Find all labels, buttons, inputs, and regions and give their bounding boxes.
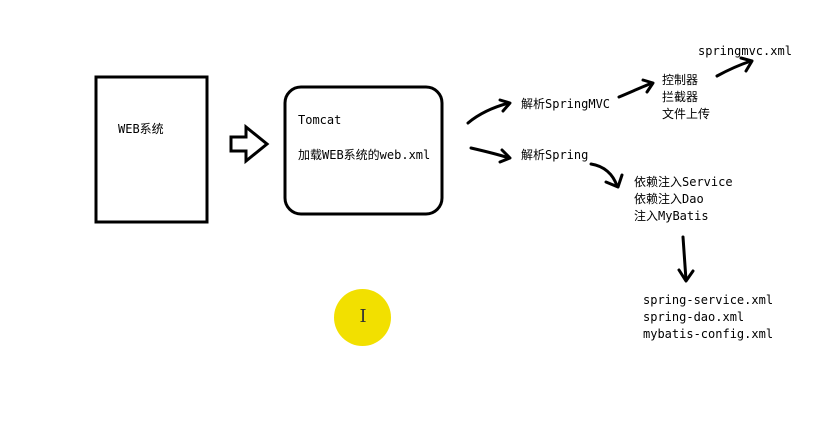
- list-item: spring-dao.xml: [643, 310, 745, 324]
- list-item: 拦截器: [662, 90, 699, 104]
- tomcat-box: [283, 85, 444, 216]
- arrow-to-config-files: [677, 235, 695, 283]
- arrow-to-spring-items: [589, 162, 624, 189]
- list-item: 文件上传: [662, 107, 711, 121]
- springmvc-xml-label: springmvc.xml: [698, 44, 792, 58]
- config-files-list: spring-service.xml spring-dao.xml mybati…: [643, 292, 773, 343]
- springmvc-items-list: 控制器 拦截器 文件上传: [662, 72, 710, 123]
- list-item: 注入MyBatis: [634, 209, 709, 223]
- spring-items-list: 依赖注入Service 依赖注入Dao 注入MyBatis: [634, 174, 733, 225]
- arrow-to-springmvc-items: [617, 78, 655, 99]
- web-system-label: WEB系统: [118, 122, 164, 136]
- web-system-box: [94, 75, 209, 224]
- tomcat-title: Tomcat: [298, 113, 342, 127]
- parse-spring-label: 解析Spring: [521, 148, 589, 162]
- list-item: mybatis-config.xml: [643, 327, 774, 341]
- hollow-arrow-icon: [229, 123, 270, 165]
- list-item: 控制器: [662, 73, 699, 87]
- list-item: 依赖注入Dao: [634, 192, 704, 206]
- tomcat-subtitle: 加载WEB系统的web.xml: [298, 148, 431, 162]
- text-cursor-icon: I: [359, 306, 367, 327]
- arrow-to-spring: [469, 146, 512, 164]
- list-item: 依赖注入Service: [634, 175, 733, 189]
- arrow-to-springmvc: [466, 98, 512, 125]
- parse-springmvc-label: 解析SpringMVC: [521, 97, 611, 111]
- list-item: spring-service.xml: [643, 293, 774, 307]
- arrow-to-springmvc-xml: [715, 56, 754, 78]
- cursor-highlight: [334, 289, 391, 346]
